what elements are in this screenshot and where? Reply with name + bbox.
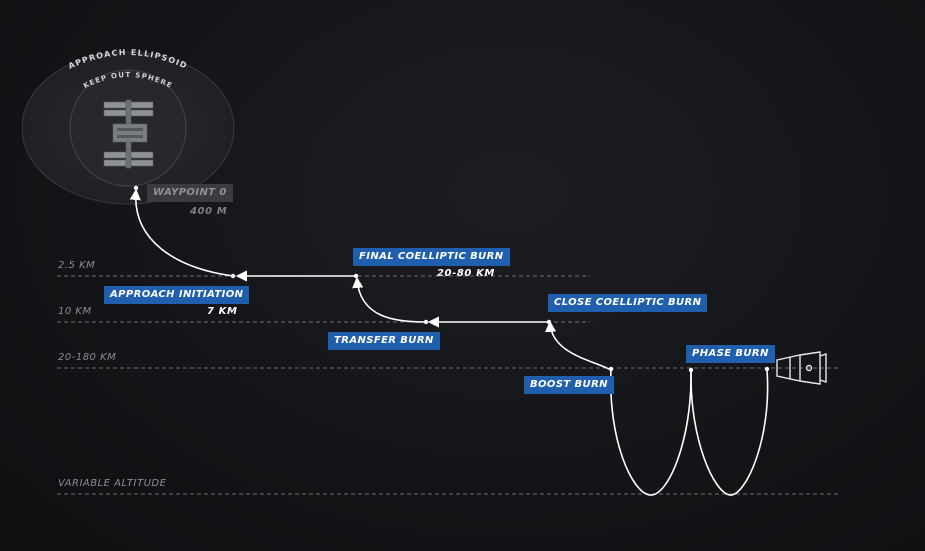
boost-burn-label: BOOST BURN xyxy=(524,376,614,394)
altitude-label-2-5km: 2.5 KM xyxy=(58,260,96,271)
altitude-label-10km: 10 KM xyxy=(58,306,92,317)
node-approach-initiation xyxy=(230,273,236,279)
node-final-coelliptic xyxy=(353,273,359,279)
dragon-capsule-icon xyxy=(776,351,827,385)
approach-initiation-distance: 7 KM xyxy=(207,306,238,317)
phasing-loop-1 xyxy=(690,369,769,496)
final-coelliptic-distance: 20-80 KM xyxy=(437,268,495,279)
phasing-loop-2 xyxy=(609,369,692,496)
waypoint-label: WAYPOINT 0 xyxy=(147,184,233,202)
altitude-label-variable: VARIABLE ALTITUDE xyxy=(58,478,167,489)
altitude-label-20-180km: 20-180 KM xyxy=(58,352,117,363)
node-boost xyxy=(608,366,614,372)
phase-burn-label: PHASE BURN xyxy=(686,345,775,363)
waypoint-distance: 400 M xyxy=(190,206,228,217)
node-start xyxy=(764,366,770,372)
close-coelliptic-burn-label: CLOSE COELLIPTIC BURN xyxy=(548,294,708,312)
final-coelliptic-burn-label: FINAL COELLIPTIC BURN xyxy=(353,248,510,266)
node-close-coelliptic xyxy=(546,319,552,325)
trajectory-path xyxy=(129,188,769,496)
node-transfer xyxy=(423,319,429,325)
boost-arc xyxy=(545,320,612,371)
approach-arc xyxy=(129,188,234,277)
space-station-icon xyxy=(103,99,154,169)
altitude-lines xyxy=(57,275,840,495)
transfer-burn-label: TRANSFER BURN xyxy=(328,332,440,350)
approach-initiation-label: APPROACH INITIATION xyxy=(104,286,250,304)
node-phase xyxy=(688,367,694,373)
transfer-arc xyxy=(352,276,427,323)
node-waypoint xyxy=(133,185,139,191)
event-nodes xyxy=(133,185,770,373)
